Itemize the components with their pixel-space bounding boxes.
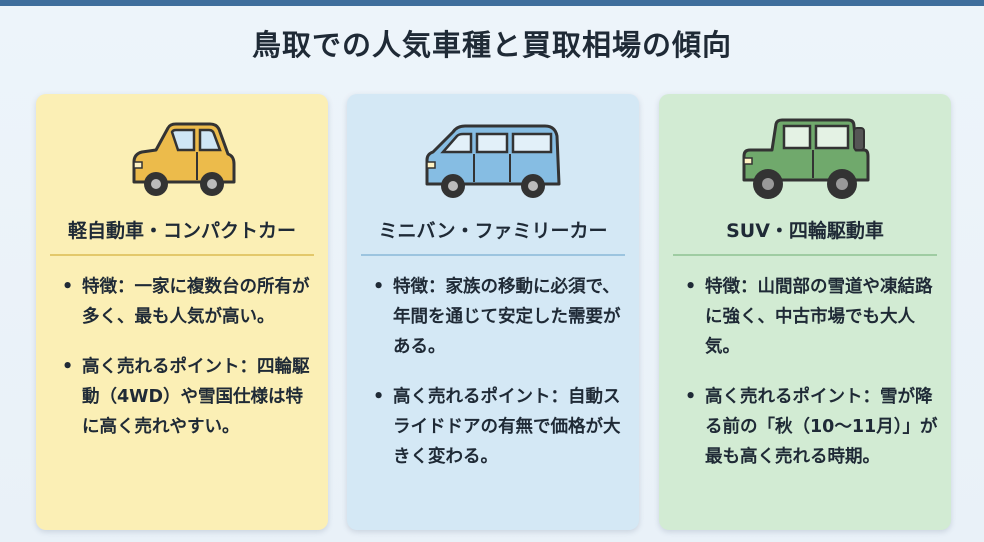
compact-car-icon	[36, 110, 328, 216]
bullet-list: 特徴：家族の移動に必須で、年間を通じて安定した需要がある。 高く売れるポイント：…	[371, 272, 627, 492]
divider	[361, 254, 625, 256]
page-title: 鳥取での人気車種と買取相場の傾向	[251, 28, 732, 62]
top-accent-bar	[0, 0, 984, 6]
card-suv-4wd: SUV・四輪駆動車 特徴：山間部の雪道や凍結路に強く、中古市場でも大人気。 高く…	[659, 94, 951, 530]
card-kei-compact: 軽自動車・コンパクトカー 特徴：一家に複数台の所有が多く、最も人気が高い。 高く…	[36, 94, 328, 530]
bullet-feature: 特徴：山間部の雪道や凍結路に強く、中古市場でも大人気。	[683, 272, 939, 362]
bullet-feature: 特徴：家族の移動に必須で、年間を通じて安定した需要がある。	[371, 272, 627, 362]
divider	[50, 254, 314, 256]
bullet-selling-point: 高く売れるポイント：自動スライドドアの有無で価格が大きく変わる。	[371, 382, 627, 472]
bullet-feature: 特徴：一家に複数台の所有が多く、最も人気が高い。	[60, 272, 316, 332]
divider	[673, 254, 937, 256]
card-heading: SUV・四輪駆動車	[726, 220, 884, 242]
suv-icon	[659, 110, 951, 216]
minivan-icon	[347, 110, 639, 216]
bullet-selling-point: 高く売れるポイント：雪が降る前の「秋（10〜11月）」が最も高く売れる時期。	[683, 382, 939, 472]
card-heading: 軽自動車・コンパクトカー	[67, 220, 296, 242]
bullet-list: 特徴：一家に複数台の所有が多く、最も人気が高い。 高く売れるポイント：四輪駆動（…	[60, 272, 316, 462]
card-heading: ミニバン・ファミリーカー	[378, 220, 608, 242]
bullet-selling-point: 高く売れるポイント：四輪駆動（4WD）や雪国仕様は特に高く売れやすい。	[60, 352, 316, 442]
card-minivan: ミニバン・ファミリーカー 特徴：家族の移動に必須で、年間を通じて安定した需要があ…	[347, 94, 639, 530]
bullet-list: 特徴：山間部の雪道や凍結路に強く、中古市場でも大人気。 高く売れるポイント：雪が…	[683, 272, 939, 492]
